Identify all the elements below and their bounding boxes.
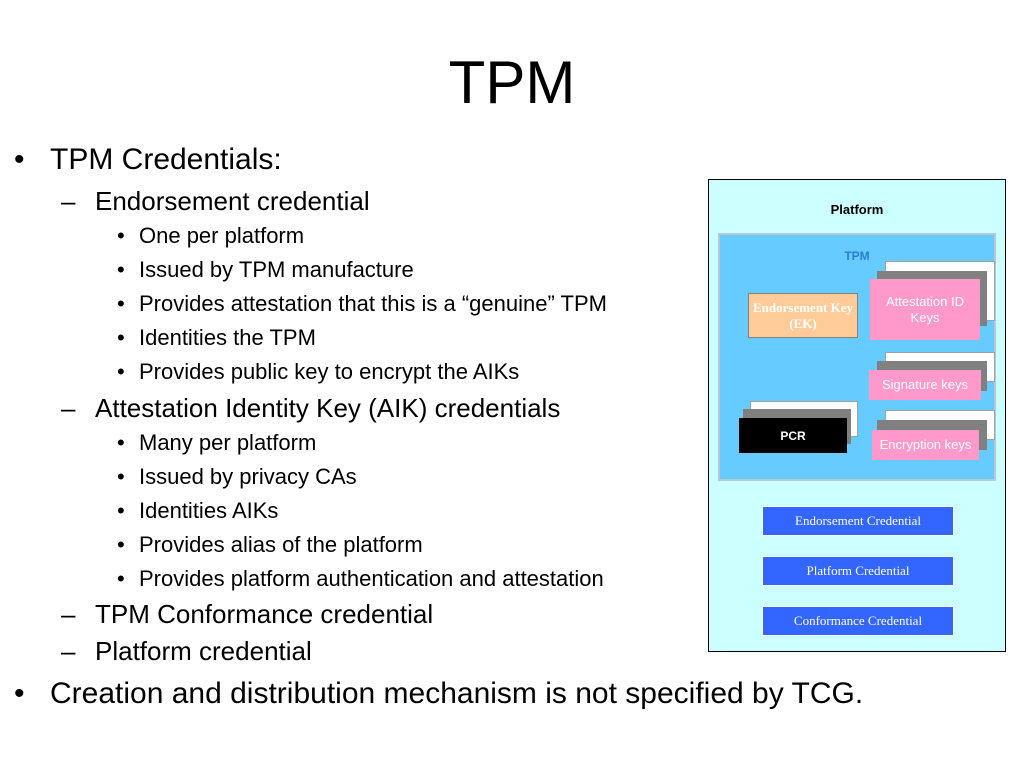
bullet-marker: • xyxy=(117,257,125,282)
bullet-text: Provides platform authentication and att… xyxy=(139,566,604,591)
bullet-level2: – TPM Conformance credential xyxy=(61,599,434,629)
bullet-text: Many per platform xyxy=(139,430,317,455)
bullet-level1: • TPM Credentials: xyxy=(14,143,282,177)
encryption-keys-box: Encryption keys xyxy=(872,430,979,460)
bullet-text: Identities the TPM xyxy=(139,325,316,350)
endorsement-credential-box: Endorsement Credential xyxy=(762,506,954,536)
bullet-level3: • One per platform xyxy=(117,223,305,249)
signature-keys-box: Signature keys xyxy=(869,370,981,400)
bullet-text: Provides attestation that this is a “gen… xyxy=(139,291,607,316)
slide-title: TPM xyxy=(448,49,576,116)
bullet-marker: • xyxy=(117,566,125,591)
tpm-box: TPM Endorsement Key (EK) Attestation ID … xyxy=(718,233,996,481)
bullet-marker: • xyxy=(117,464,125,489)
bullet-text: TPM Credentials: xyxy=(50,143,282,176)
attestation-id-keys-box: Attestation ID Keys xyxy=(870,279,980,340)
bullet-level1: • Creation and distribution mechanism is… xyxy=(14,677,900,711)
bullet-marker: • xyxy=(117,359,125,384)
bullet-text: Attestation Identity Key (AIK) credentia… xyxy=(95,393,561,423)
platform-credential-box: Platform Credential xyxy=(762,556,954,586)
bullet-level2: – Attestation Identity Key (AIK) credent… xyxy=(61,393,561,423)
bullet-level3: • Many per platform xyxy=(117,430,317,456)
bullet-marker: • xyxy=(117,291,125,316)
bullet-level3: • Identities the TPM xyxy=(117,325,316,351)
tpm-label: TPM xyxy=(844,249,870,263)
bullet-text: One per platform xyxy=(139,223,305,248)
bullet-text: Issued by privacy CAs xyxy=(139,464,357,489)
pcr-box: PCR xyxy=(739,418,847,453)
bullet-level3: • Provides alias of the platform xyxy=(117,532,423,558)
bullet-marker: • xyxy=(117,498,125,523)
bullet-marker: • xyxy=(14,677,25,710)
dash-marker: – xyxy=(61,393,76,423)
bullet-marker: • xyxy=(117,325,125,350)
conformance-credential-box: Conformance Credential xyxy=(762,606,954,636)
bullet-marker: • xyxy=(117,223,125,248)
bullet-text: Provides public key to encrypt the AIKs xyxy=(139,359,520,384)
bullet-level3: • Issued by privacy CAs xyxy=(117,464,357,490)
bullet-level3: • Provides attestation that this is a “g… xyxy=(117,291,607,317)
bullet-level3: • Identities AIKs xyxy=(117,498,279,524)
bullet-level3: • Provides platform authentication and a… xyxy=(117,566,604,592)
bullet-text: Identities AIKs xyxy=(139,498,279,523)
bullet-text: Creation and distribution mechanism is n… xyxy=(50,677,864,710)
bullet-level3: • Provides public key to encrypt the AIK… xyxy=(117,359,520,385)
bullet-text: Provides alias of the platform xyxy=(139,532,423,557)
bullet-level3: • Issued by TPM manufacture xyxy=(117,257,414,283)
bullet-text: Issued by TPM manufacture xyxy=(139,257,414,282)
bullet-level2: – Platform credential xyxy=(61,636,312,666)
bullet-marker: • xyxy=(117,430,125,455)
bullet-text: Platform credential xyxy=(95,636,312,666)
platform-box: Platform TPM Endorsement Key (EK) Attest… xyxy=(708,179,1006,652)
bullet-text: Endorsement credential xyxy=(95,186,370,216)
dash-marker: – xyxy=(61,599,76,629)
endorsement-key-box: Endorsement Key (EK) xyxy=(748,293,858,338)
dash-marker: – xyxy=(61,636,76,666)
dash-marker: – xyxy=(61,186,76,216)
bullet-marker: • xyxy=(117,532,125,557)
bullet-level2: – Endorsement credential xyxy=(61,186,370,216)
bullet-text: TPM Conformance credential xyxy=(95,599,434,629)
bullet-marker: • xyxy=(14,143,25,176)
platform-label: Platform xyxy=(830,202,884,217)
